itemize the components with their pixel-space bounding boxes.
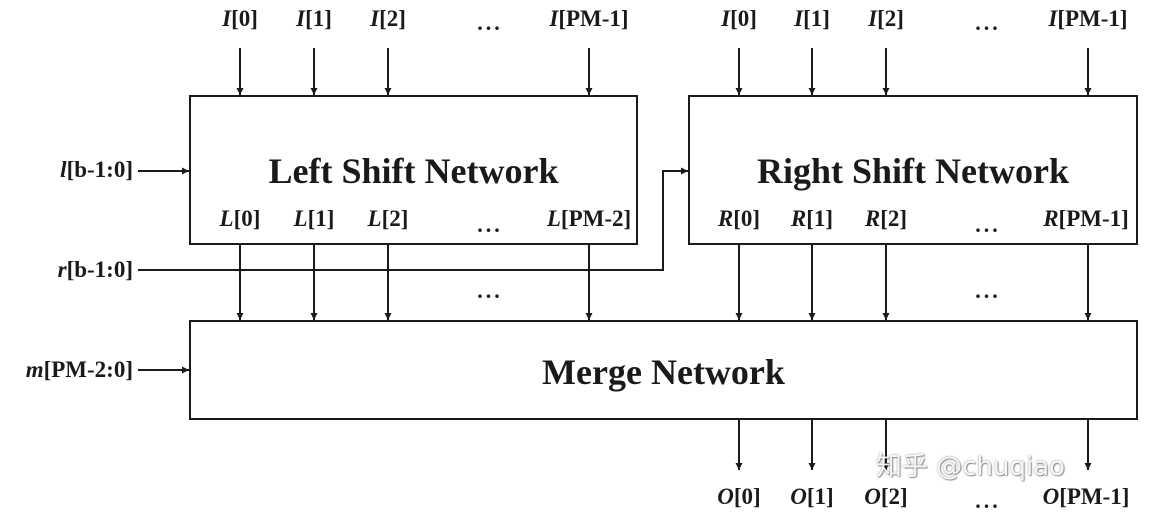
left-shift-network-block: Left Shift Network	[189, 95, 638, 245]
left-input-label-last: I[PM-1]	[549, 6, 629, 31]
right-output-label-last: R[PM-1]	[1043, 206, 1129, 231]
right-input-label-2: I[2]	[868, 6, 904, 31]
merge-network-block: Merge Network	[189, 320, 1138, 420]
right-shift-network-title: Right Shift Network	[757, 151, 1069, 191]
right-merge-input-ellipsis: ...	[975, 278, 1001, 303]
final-output-label-1: O[1]	[790, 484, 834, 509]
left-input-label-1: I[1]	[296, 6, 332, 31]
left-input-ellipsis: ...	[477, 10, 503, 35]
r-control-arrow	[138, 167, 688, 271]
left-input-label-0: I[0]	[222, 6, 258, 31]
left-output-label-last: L[PM-2]	[546, 206, 632, 231]
right-input-ellipsis: ...	[975, 10, 1001, 35]
l-control-signal-label: l[b-1:0]	[60, 157, 133, 182]
left-output-label-1: L[1]	[293, 206, 335, 231]
left-shift-network-title: Left Shift Network	[268, 151, 559, 191]
right-output-label-0: R[0]	[717, 206, 761, 231]
final-output-label-2: O[2]	[864, 484, 908, 509]
left-output-ellipsis: ...	[477, 212, 503, 237]
left-merge-input-ellipsis: ...	[477, 278, 503, 303]
right-output-label-2: R[2]	[864, 206, 908, 231]
watermark: 知乎 @chuqiao	[876, 452, 1066, 482]
right-output-label-1: R[1]	[790, 206, 834, 231]
right-input-label-last: I[PM-1]	[1048, 6, 1128, 31]
right-input-label-0: I[0]	[721, 6, 757, 31]
final-output-ellipsis: ...	[975, 488, 1001, 513]
right-shift-network-block: Right Shift Network	[688, 95, 1138, 245]
final-output-label-last: O[PM-1]	[1042, 484, 1130, 509]
right-output-ellipsis: ...	[975, 212, 1001, 237]
merge-network-title: Merge Network	[542, 352, 785, 392]
m-control-signal-label: m[PM-2:0]	[25, 357, 133, 382]
r-control-signal-label: r[b-1:0]	[57, 257, 133, 282]
left-output-label-0: L[0]	[219, 206, 261, 231]
left-input-label-2: I[2]	[370, 6, 406, 31]
left-output-label-2: L[2]	[367, 206, 409, 231]
final-output-label-0: O[0]	[717, 484, 761, 509]
right-input-label-1: I[1]	[794, 6, 830, 31]
